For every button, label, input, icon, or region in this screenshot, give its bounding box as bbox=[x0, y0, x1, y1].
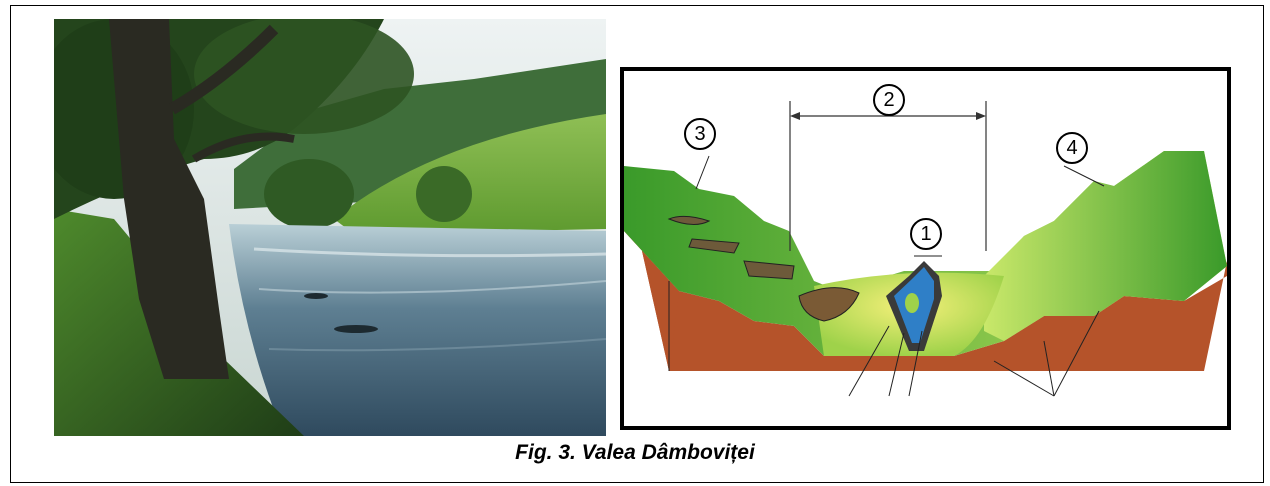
valley-diagram: 1 2 3 4 bbox=[620, 67, 1231, 430]
figure-caption: Fig. 3. Valea Dâmboviței bbox=[515, 441, 755, 464]
callout-1: 1 bbox=[910, 218, 942, 250]
figure-frame bbox=[10, 5, 1264, 483]
callout-4: 4 bbox=[1056, 132, 1088, 164]
river-photo bbox=[54, 19, 606, 436]
callout-2: 2 bbox=[873, 84, 905, 116]
callout-3: 3 bbox=[684, 118, 716, 150]
